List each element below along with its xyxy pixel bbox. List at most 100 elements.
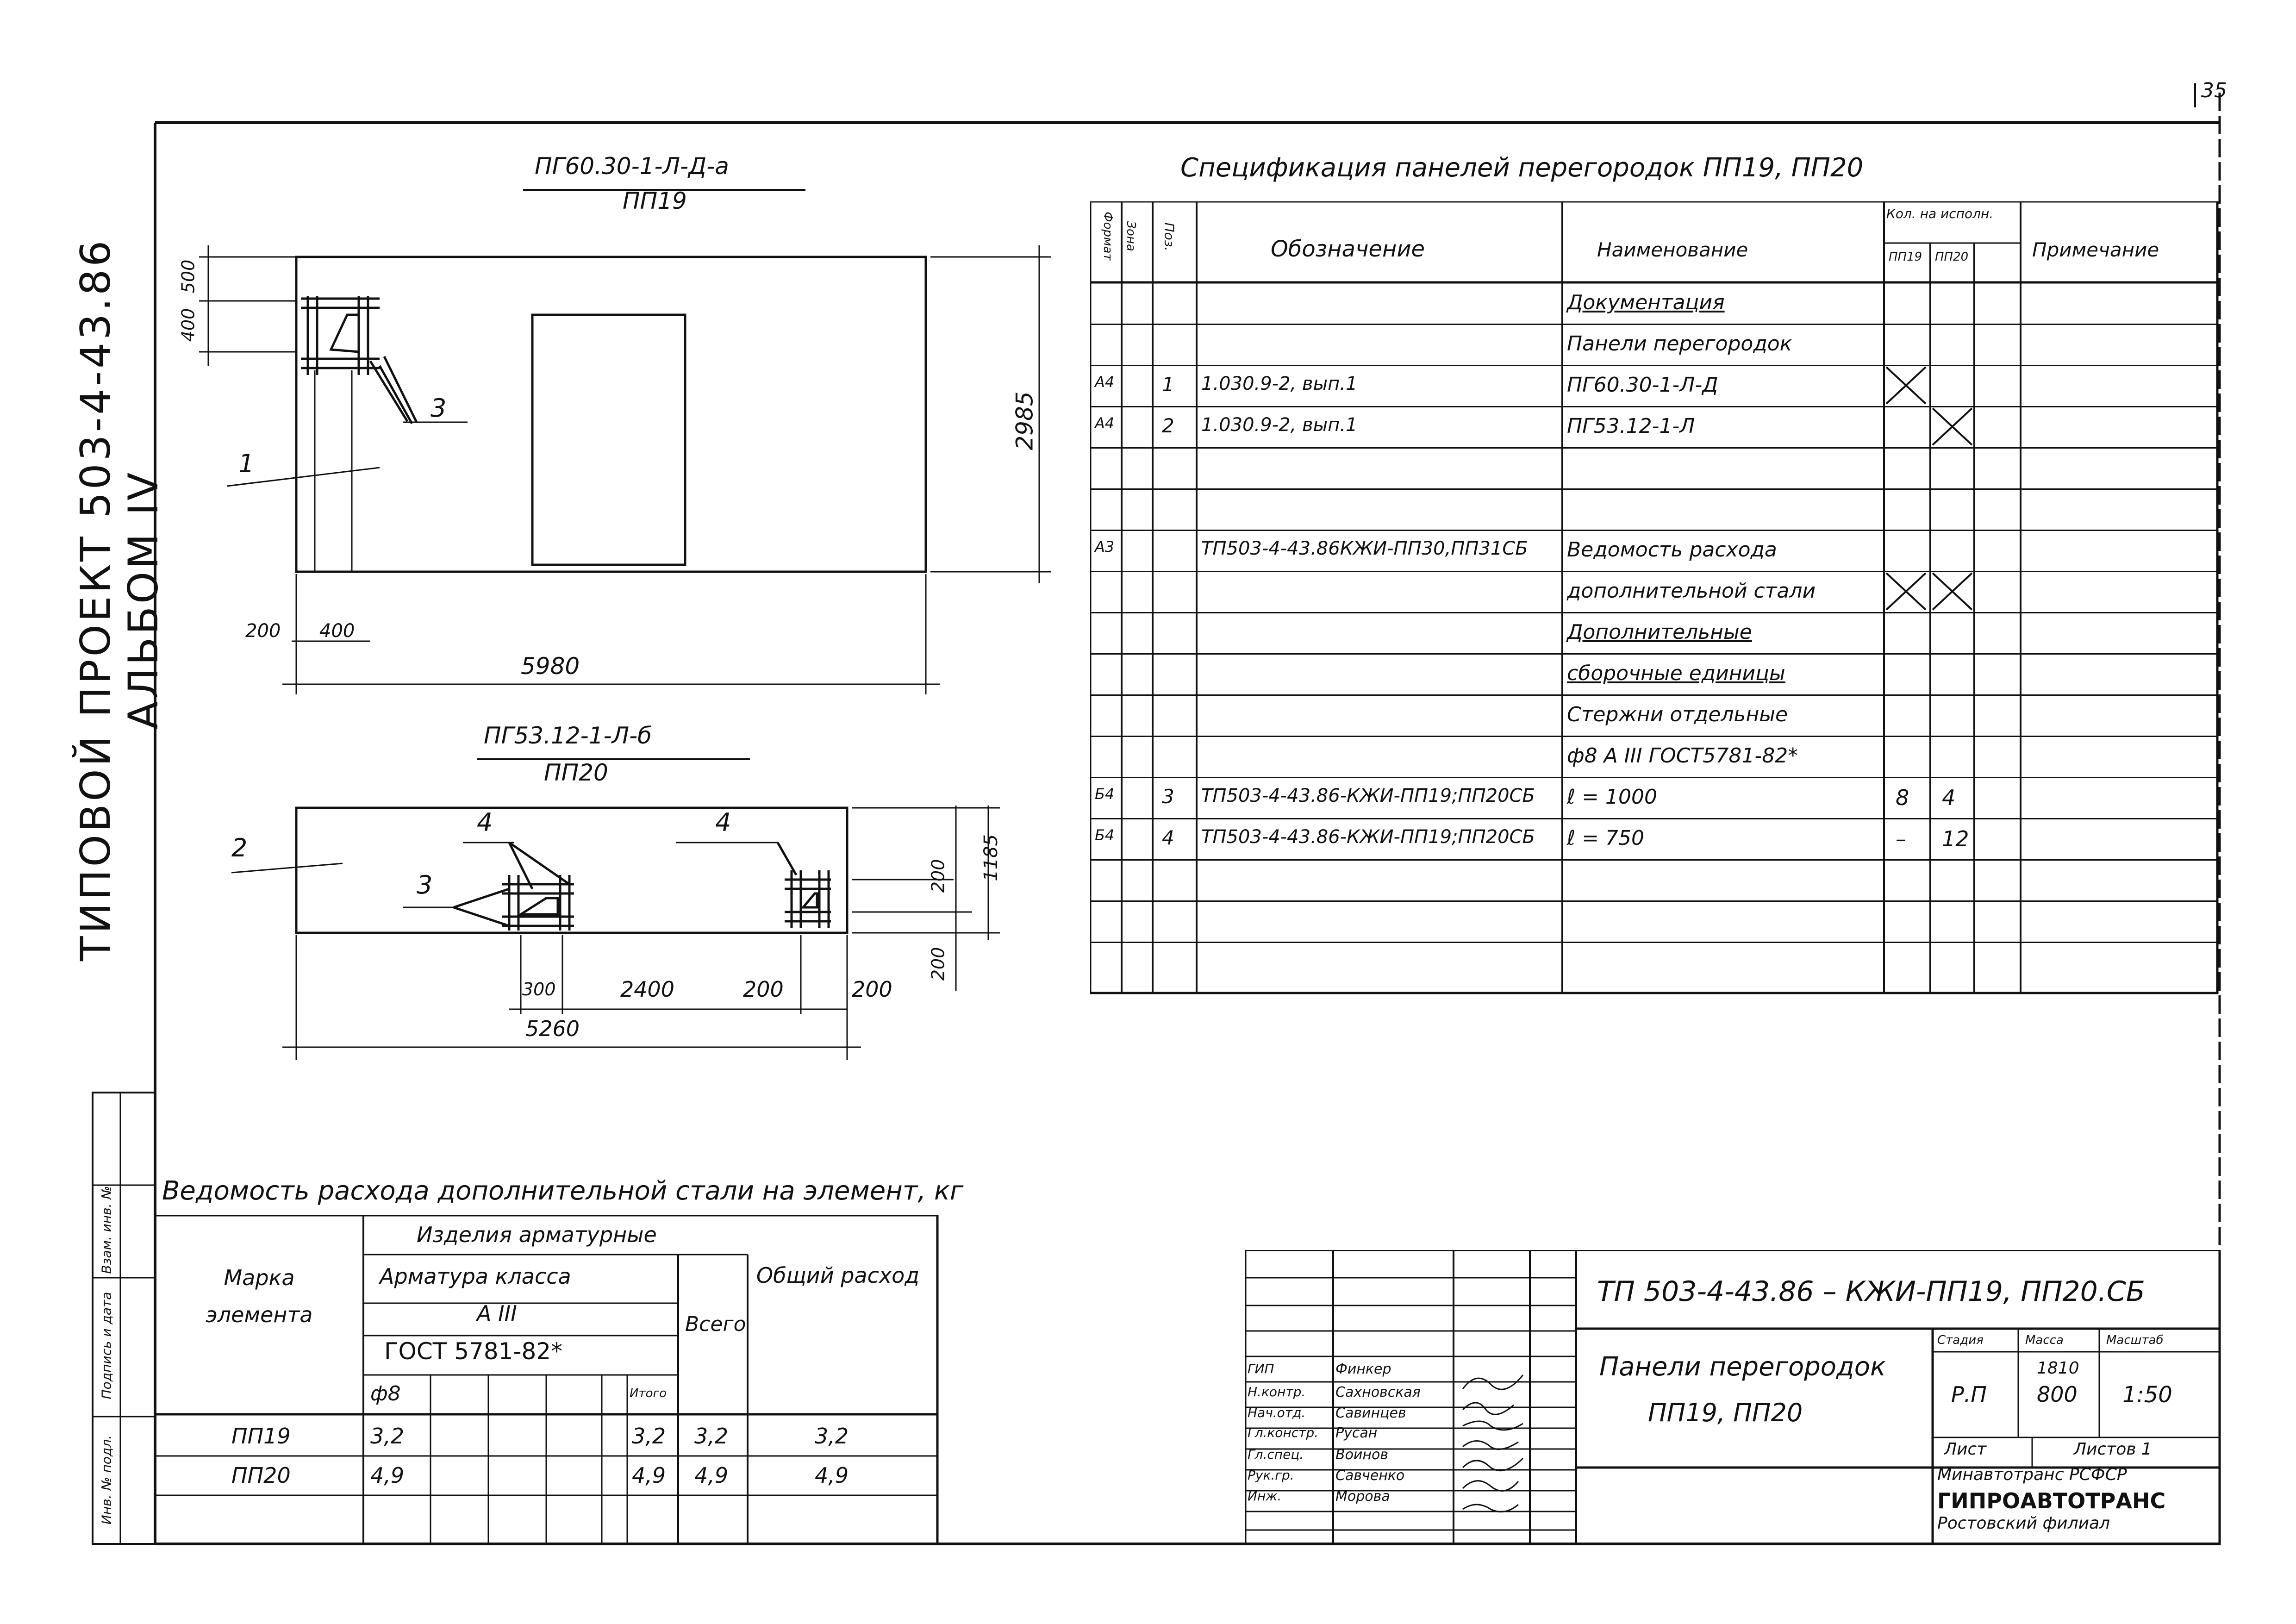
side-label-repl: Взам. инв. № bbox=[99, 1186, 114, 1274]
spec-cell-designation: ТП503-4-43.86-КЖИ-ПП19;ПП20СБ bbox=[1201, 826, 1535, 848]
drawing2-dim-length: 5260 bbox=[525, 1016, 580, 1041]
steel-h-class: Арматура класса bbox=[380, 1264, 571, 1289]
spec-cell-name: Стержни отдельные bbox=[1567, 703, 1788, 726]
steel-row-2-common: 4,9 bbox=[815, 1463, 849, 1488]
steel-h-a3: А III bbox=[477, 1301, 517, 1326]
stamp-role: ГИП bbox=[1248, 1361, 1274, 1376]
steel-row-2-all: 4,9 bbox=[694, 1463, 729, 1488]
spec-row-line bbox=[1090, 818, 2217, 819]
drawing1-dim-400: 400 bbox=[178, 308, 199, 342]
spec-cell-pos: 3 bbox=[1162, 785, 1174, 808]
stamp-role: Н.контр. bbox=[1248, 1384, 1306, 1399]
panel-outline bbox=[295, 256, 927, 573]
stamp-person-name: Воинов bbox=[1335, 1447, 1389, 1463]
spec-cell-name: ℓ = 1000 bbox=[1567, 785, 1657, 809]
drawing2-dim-200a: 200 bbox=[743, 977, 784, 1002]
spec-cell-format: Б4 bbox=[1095, 826, 1115, 844]
stamp-role: Инж. bbox=[1248, 1488, 1282, 1504]
drawing2-dim-v200a: 200 bbox=[928, 859, 948, 893]
spec-cell-pos: 1 bbox=[1162, 373, 1174, 396]
stamp-person-name: Сахновская bbox=[1335, 1384, 1421, 1400]
page-number: 35 bbox=[2201, 79, 2227, 102]
spec-cell-format: Б4 bbox=[1095, 785, 1115, 803]
spec-cell-name: дополнительной стали bbox=[1567, 579, 1816, 603]
stamp-sheet: Лист bbox=[1944, 1440, 1987, 1459]
steel-row-1-total: 3,2 bbox=[632, 1424, 666, 1449]
stamp-person-name: Морова bbox=[1335, 1488, 1390, 1505]
spec-cell-name: ф8 А III ГОСТ5781-82* bbox=[1567, 744, 1798, 768]
spec-cell-name: Панели перегородок bbox=[1567, 332, 1792, 356]
spec-row-line bbox=[1090, 324, 2217, 325]
spec-cell-name: ПГ60.30-1-Л-Д bbox=[1567, 373, 1718, 397]
stamp-person-name: Русан bbox=[1335, 1425, 1378, 1441]
stamp-sheets: Листов 1 bbox=[2074, 1440, 2152, 1459]
steel-h-gost: ГОСТ 5781-82* bbox=[384, 1338, 563, 1365]
spec-h-name: Наименование bbox=[1597, 238, 1748, 261]
cross-mark-icon bbox=[1885, 572, 1927, 611]
steel-row-1-mark: ПП19 bbox=[231, 1424, 291, 1449]
steel-row-2-total: 4,9 bbox=[632, 1463, 666, 1488]
drawing2-pos2: 2 bbox=[231, 833, 248, 862]
spec-h-designation: Обозначение bbox=[1271, 236, 1425, 262]
spec-cell-q2: 12 bbox=[1942, 826, 1969, 851]
spec-cell-format: А3 bbox=[1095, 538, 1115, 556]
steel-h-items: Изделия арматурные bbox=[417, 1222, 657, 1247]
stamp-org-3: Ростовский филиал bbox=[1937, 1514, 2110, 1533]
drawing2-mark: ПГ53.12-1-Л-б bbox=[484, 722, 652, 749]
steel-table-grid bbox=[155, 1215, 939, 1544]
drawing1-mark: ПГ60.30-1-Л-Д-а bbox=[535, 153, 729, 180]
spec-row-line bbox=[1090, 942, 2217, 943]
drawing2-pos4a: 4 bbox=[477, 808, 493, 837]
reinforcement-cage bbox=[301, 296, 418, 425]
steel-h-mark: Марка элемента bbox=[206, 1265, 313, 1327]
drawing1-dim-length: 5980 bbox=[521, 653, 580, 680]
steel-h-total: Итого bbox=[630, 1387, 667, 1400]
stamp-person-name: Савинцев bbox=[1335, 1405, 1406, 1421]
spec-row-line bbox=[1090, 736, 2217, 737]
stamp-role: Нач.отд. bbox=[1248, 1405, 1306, 1420]
spec-row-line bbox=[1090, 530, 2217, 531]
steel-h-common: Общий расход bbox=[756, 1263, 920, 1288]
side-label-inv: Инв. № подл. bbox=[99, 1435, 114, 1525]
spec-cell-name: ℓ = 750 bbox=[1567, 826, 1644, 850]
spec-cell-format: А4 bbox=[1095, 373, 1115, 391]
steel-row-2-d8: 4,9 bbox=[370, 1463, 405, 1488]
spec-cell-q1: – bbox=[1896, 826, 1906, 851]
drawing1-pos3: 3 bbox=[430, 394, 447, 423]
stamp-code: ТП 503-4-43.86 – КЖИ-ПП19, ПП20.СБ bbox=[1597, 1275, 2145, 1308]
spec-cell-designation: 1.030.9-2, вып.1 bbox=[1201, 414, 1358, 436]
stamp-title-2: ПП19, ПП20 bbox=[1648, 1398, 1803, 1427]
door-opening bbox=[531, 313, 686, 566]
spec-cell-pos: 2 bbox=[1162, 414, 1174, 437]
spec-cell-name: Ведомость расхода bbox=[1567, 538, 1777, 562]
stamp-scale: 1:50 bbox=[2122, 1382, 2172, 1408]
stamp-org-2: ГИПРОАВТОТРАНС bbox=[1937, 1488, 2166, 1513]
spec-row-line bbox=[1090, 694, 2217, 696]
spec-h-note: Примечание bbox=[2032, 238, 2159, 261]
drawing2-dim-200b: 200 bbox=[852, 977, 892, 1002]
steel-h-d8: ф8 bbox=[370, 1382, 401, 1405]
spec-h-q2: ПП20 bbox=[1935, 250, 1969, 264]
cross-mark-icon bbox=[1932, 407, 1973, 446]
spec-row-line bbox=[1090, 859, 2217, 861]
drawing2-pos3: 3 bbox=[417, 870, 433, 899]
steel-title: Ведомость расхода дополнительной стали н… bbox=[162, 1176, 964, 1206]
stamp-person-name: Савченко bbox=[1335, 1468, 1405, 1484]
stamp-mass-1: 1810 bbox=[2037, 1359, 2079, 1378]
spec-cell-pos: 4 bbox=[1162, 826, 1174, 849]
spec-cell-q1: 8 bbox=[1896, 785, 1909, 810]
signatures bbox=[1462, 1374, 1524, 1513]
drawing2-name: ПП20 bbox=[544, 759, 608, 786]
spec-row-line bbox=[1090, 653, 2217, 655]
side-label-sign: Подпись и дата bbox=[99, 1292, 114, 1399]
spec-cell-name: Документация bbox=[1567, 291, 1725, 314]
spec-cell-name: сборочные единицы bbox=[1567, 662, 1785, 685]
spec-row-line bbox=[1090, 406, 2217, 407]
spec-cell-designation: ТП503-4-43.86-КЖИ-ПП19;ПП20СБ bbox=[1201, 785, 1535, 806]
spec-h-qty: Кол. на исполн. bbox=[1886, 206, 1994, 221]
spec-cell-format: А4 bbox=[1095, 414, 1115, 432]
spec-cell-designation: ТП503-4-43.86КЖИ-ПП30,ПП31СБ bbox=[1201, 538, 1528, 559]
drawing2-dim-height: 1185 bbox=[980, 834, 1002, 881]
spec-h-zone: Зона bbox=[1123, 221, 1138, 251]
spec-table-grid bbox=[1090, 201, 2219, 994]
